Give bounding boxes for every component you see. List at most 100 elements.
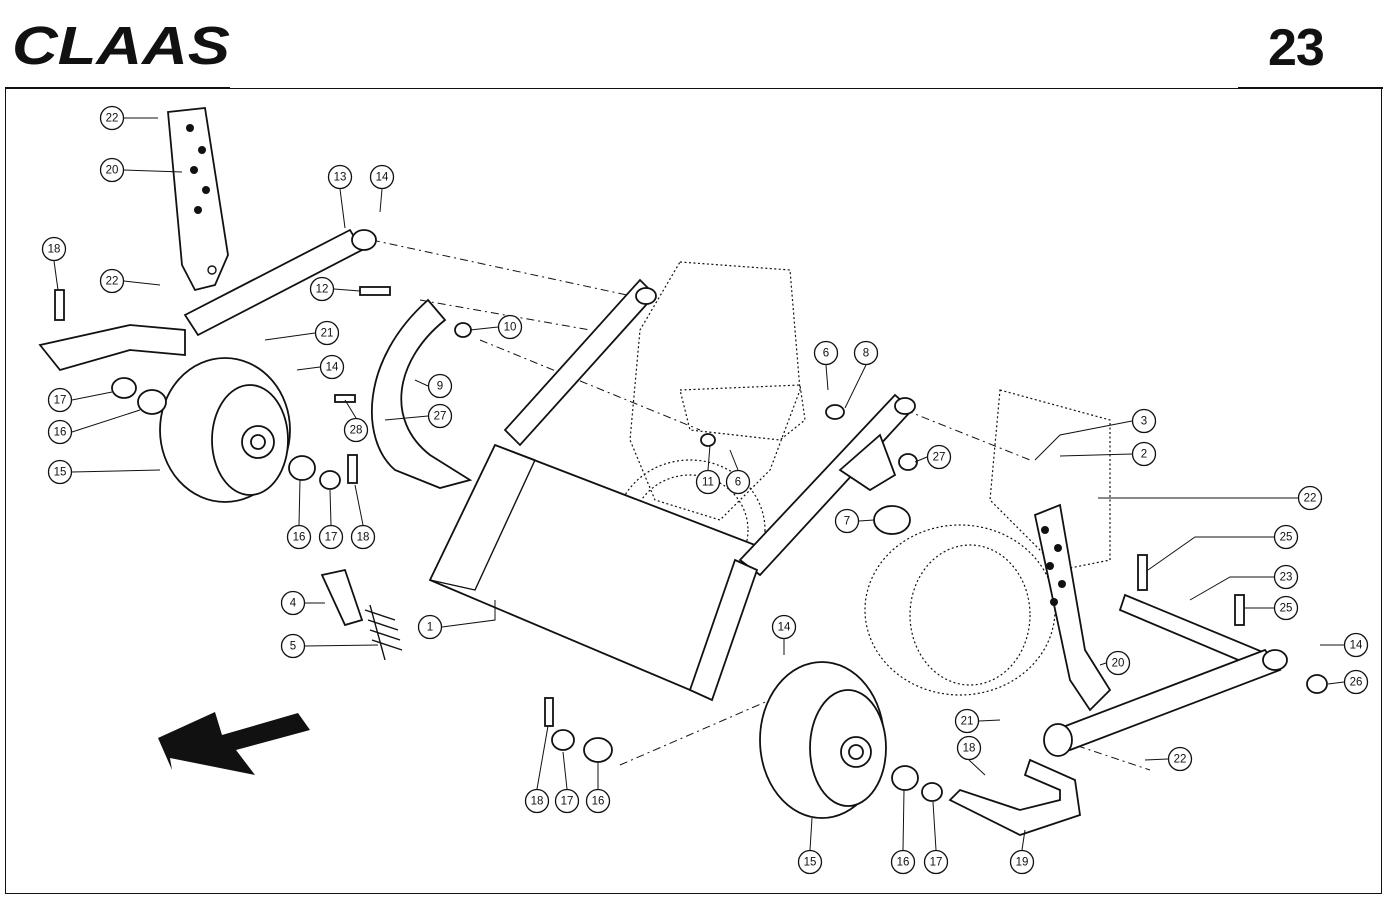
callout-number: 16 [897,857,910,869]
part-callout-7: 7 [834,508,860,534]
part-callout-14: 14 [369,164,395,190]
callout-number: 20 [106,165,119,177]
callout-circle [343,417,369,443]
callout-number: 7 [844,516,850,528]
callout-circle [286,524,312,550]
part-callout-18: 18 [350,524,376,550]
callout-circle [47,459,73,485]
callout-circle [47,387,73,413]
main-frame-part-1 [428,278,916,702]
part-callout-20: 20 [1105,650,1131,676]
callout-circle [554,788,580,814]
part-callout-19: 19 [1009,849,1035,875]
callout-circle [427,373,453,399]
part-callout-10: 10 [497,314,523,340]
callout-circle [695,469,721,495]
callout-circle [99,268,125,294]
callout-number: 11 [702,477,714,489]
callout-number: 26 [1350,677,1363,689]
callout-number: 22 [106,276,119,288]
part-callout-17: 17 [47,387,73,413]
part-callout-18: 18 [524,788,550,814]
part-callout-11: 11 [695,469,721,495]
part-callout-22: 22 [99,268,125,294]
callout-circle [1131,408,1157,434]
part-callout-13: 13 [327,164,353,190]
part-callout-2: 2 [1131,441,1157,467]
callout-circle [1273,564,1299,590]
callout-circle [427,403,453,429]
part-callout-25: 25 [1273,595,1299,621]
callout-circle [280,633,306,659]
idler-hub-part-7 [334,286,918,535]
part-callout-22: 22 [99,105,125,131]
part-callout-22: 22 [1297,485,1323,511]
callout-circle [923,849,949,875]
left-wheel-part-15 [159,357,291,503]
part-callout-18: 18 [956,735,982,761]
part-callout-27: 27 [427,403,453,429]
part-callout-4: 4 [280,590,306,616]
assembly-lines [371,239,1151,771]
callout-circle [99,105,125,131]
callout-circle [1273,595,1299,621]
callout-circle [834,508,860,534]
callout-number: 22 [1174,754,1187,766]
diagram-frame [5,88,1382,894]
callout-number: 14 [778,622,791,634]
callout-number: 4 [290,598,297,610]
right-bushings [544,697,943,802]
part-callout-16: 16 [585,788,611,814]
callout-number: 16 [592,796,605,808]
callout-number: 17 [54,395,67,407]
callout-number: 8 [863,348,869,360]
direction-arrow-icon [158,712,310,775]
callout-circle [369,164,395,190]
callout-number: 6 [735,477,741,489]
callout-circle [1297,485,1323,511]
callout-circle [314,320,340,346]
callout-number: 17 [561,796,574,808]
callout-number: 18 [48,244,61,256]
callout-number: 16 [54,427,67,439]
left-axle-assembly [38,107,377,372]
callout-number: 6 [823,348,829,360]
callout-number: 16 [293,532,306,544]
callout-circle [497,314,523,340]
callout-circle [853,340,879,366]
callout-number: 19 [1016,857,1029,869]
callout-circle [318,524,344,550]
brand-name: CLAAS [12,20,230,72]
part-callout-3: 3 [1131,408,1157,434]
part-callout-16: 16 [286,524,312,550]
part-callout-17: 17 [923,849,949,875]
callout-circle [926,444,952,470]
callout-number: 1 [427,622,433,634]
part-callout-15: 15 [47,459,73,485]
callout-circle [319,354,345,380]
left-bushings [111,377,358,490]
callout-circle [1343,632,1369,658]
claas-logo: CLAAS [12,20,230,72]
part-callout-21: 21 [954,708,980,734]
bracket-part-9 [371,298,473,489]
callout-number: 3 [1141,416,1147,428]
callout-number: 13 [334,172,347,184]
part-callout-16: 16 [47,419,73,445]
part-callout-14: 14 [1343,632,1369,658]
callout-circle [1009,849,1035,875]
part-callout-16: 16 [890,849,916,875]
callout-circle [309,276,335,302]
part-callout-22: 22 [1167,746,1193,772]
callout-circle [1167,746,1193,772]
part-callout-25: 25 [1273,524,1299,550]
callout-number: 17 [325,532,338,544]
callout-circle [524,788,550,814]
callout-circle [41,236,67,262]
callout-circle [890,849,916,875]
callout-number: 17 [930,857,943,869]
leader-lines [53,117,1345,851]
part-callout-20: 20 [99,157,125,183]
part-callout-28: 28 [343,417,369,443]
